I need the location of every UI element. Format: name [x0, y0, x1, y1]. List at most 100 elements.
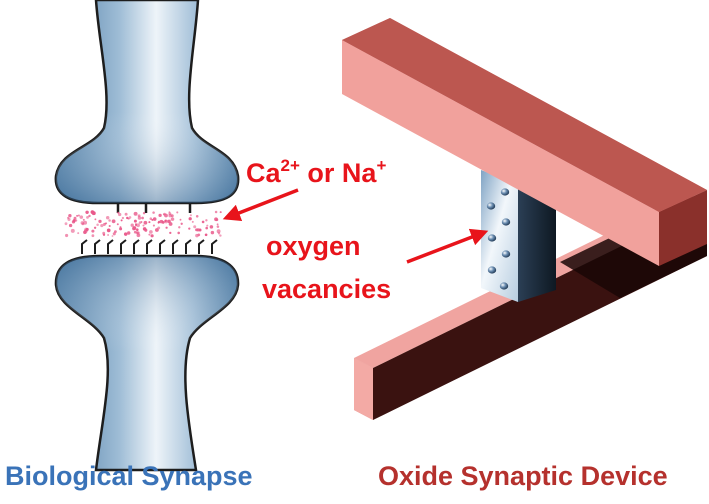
ion-particle: [164, 219, 168, 224]
ion-particle: [219, 234, 222, 237]
receptor: [198, 239, 205, 254]
ion-particle: [168, 214, 172, 218]
biological-synapse: [54, 0, 240, 472]
ion-particle: [204, 233, 208, 237]
ion-particle: [189, 214, 192, 217]
ion-particle: [142, 224, 145, 227]
ion-particle: [86, 216, 89, 219]
ion-particle: [148, 233, 151, 236]
ion-particle: [219, 211, 222, 214]
oxygen-vacancy: [486, 202, 496, 210]
receptor: [133, 239, 140, 254]
ion-particle: [137, 216, 142, 220]
ion-particle: [77, 232, 80, 235]
ion-particle: [108, 219, 111, 222]
receptor: [94, 239, 101, 254]
release-sites: [116, 203, 192, 213]
ion-particle: [142, 211, 146, 215]
ion-particle: [214, 217, 218, 222]
ion-particle: [70, 228, 75, 233]
ion-particle: [65, 233, 69, 238]
ion-particle: [67, 216, 70, 219]
ion-particle: [126, 216, 129, 220]
ion-particle: [177, 231, 180, 235]
ion-particle: [82, 218, 85, 221]
oxygen-vacancy-dots: [486, 188, 511, 290]
top-electrode: [342, 18, 707, 266]
receptor: [185, 239, 192, 254]
oxide-synaptic-device: [342, 18, 707, 420]
ion-particle: [68, 223, 73, 228]
biological-synapse-caption: Biological Synapse: [5, 461, 253, 491]
ion-particle: [150, 234, 154, 238]
ion-particle: [85, 227, 89, 231]
ion-particle: [152, 217, 157, 221]
receptor: [159, 239, 166, 254]
ion-particle: [88, 214, 91, 218]
ion-particle: [197, 233, 201, 237]
oxygen-vacancy: [501, 218, 511, 226]
ion-particle: [73, 216, 77, 220]
ion-particle: [161, 220, 165, 224]
ion-particle: [135, 224, 137, 227]
ion-particle: [136, 228, 139, 231]
ion-particle: [179, 218, 182, 221]
ion-particle: [68, 214, 72, 218]
vacancies-label-line1: oxygen: [266, 231, 361, 261]
ion-particle: [90, 210, 95, 214]
ion-particle: [136, 233, 141, 238]
ion-particle: [113, 230, 117, 234]
ion-particle: [209, 225, 214, 229]
ion-particle: [138, 221, 142, 224]
ion-particle: [127, 231, 131, 235]
ion-particle: [149, 217, 153, 220]
ion-particle: [135, 231, 139, 235]
ion-particle: [217, 232, 221, 235]
oxygen-vacancy: [487, 266, 497, 274]
ion-label-na: or Na: [299, 158, 377, 188]
ion-particle: [77, 214, 80, 217]
ion-particle: [128, 216, 132, 219]
ion-particle: [104, 222, 107, 225]
ion-particle: [118, 212, 122, 217]
ion-particle: [79, 215, 84, 219]
ion-particle: [178, 226, 181, 229]
receptor: [211, 239, 218, 254]
ion-particle: [216, 229, 221, 234]
receptor-row: [81, 239, 218, 254]
receptor: [172, 239, 179, 254]
ion-particle: [121, 216, 125, 220]
ion-particle: [72, 219, 76, 222]
ion-particle: [76, 214, 79, 217]
receptor: [146, 239, 153, 254]
ion-particle: [136, 223, 140, 228]
ion-particle: [108, 224, 111, 228]
ion-particle: [64, 222, 68, 226]
ion-label-ca: Ca: [246, 158, 281, 188]
ion-particle: [85, 210, 89, 215]
ion-particle: [188, 217, 192, 221]
ion-particle: [123, 232, 128, 236]
ion-particle: [164, 213, 168, 218]
vacancies-label-line2: vacancies: [262, 274, 392, 304]
ion-particle: [111, 219, 116, 224]
ion-particle: [168, 222, 173, 226]
ion-particle: [216, 225, 220, 228]
ion-particle: [120, 219, 123, 222]
ion-particle: [195, 215, 199, 218]
ion-particle: [141, 216, 144, 220]
ion-particle: [168, 211, 171, 214]
ion-particle: [93, 226, 97, 229]
ion-particle: [112, 232, 116, 236]
ion-label-na-charge: +: [376, 156, 387, 175]
ion-particle: [216, 223, 219, 226]
ion-cloud: [64, 210, 222, 238]
ion-particle: [210, 230, 215, 235]
oxygen-vacancy: [487, 234, 497, 242]
ion-particle: [100, 224, 104, 228]
ion-particle: [214, 210, 218, 214]
ion-particle: [80, 221, 85, 225]
ion-particle: [96, 223, 99, 226]
receptor: [120, 239, 127, 254]
